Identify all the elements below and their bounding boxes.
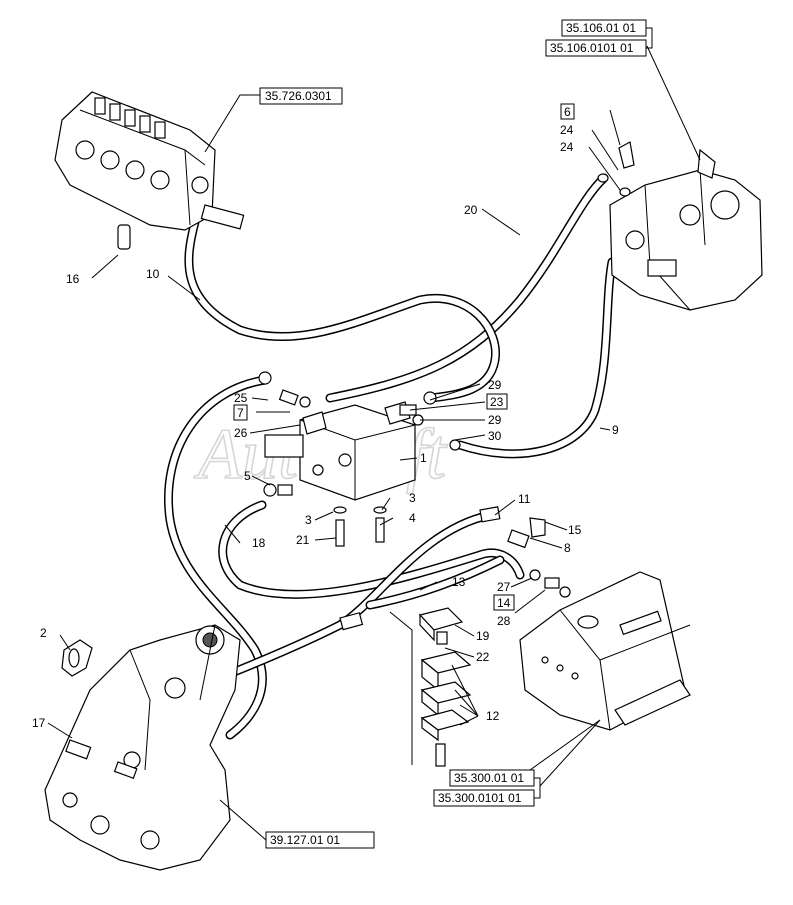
callout-3-right: 3 [409, 491, 416, 505]
callout-18: 18 [252, 536, 266, 550]
callout-1: 1 [420, 451, 427, 465]
ref-pump-b[interactable]: 35.106.0101 01 [545, 39, 647, 57]
control-valve [54, 91, 245, 250]
callout-19: 19 [476, 629, 490, 643]
ref-chassis[interactable]: 39.127.01 01 [265, 831, 375, 849]
callout-2: 2 [40, 626, 47, 640]
ref-control-valve[interactable]: 35.726.0301 [259, 87, 343, 105]
hose-18 [164, 375, 270, 740]
callout-numbers: 6 24 24 20 10 16 9 29 23 29 30 1 25 7 26… [32, 105, 619, 730]
callout-14-box [493, 594, 515, 611]
callout-11: 11 [518, 492, 531, 506]
callout-7: 7 [237, 406, 244, 420]
callout-5: 5 [244, 469, 251, 483]
callout-14: 14 [497, 596, 511, 610]
callout-29-top: 29 [488, 378, 502, 392]
ref-tank-b[interactable]: 35.300.0101 01 [433, 789, 535, 807]
callout-4: 4 [409, 511, 416, 525]
callout-28: 28 [497, 614, 511, 628]
hose-14-line [365, 555, 505, 610]
callout-21: 21 [296, 533, 310, 547]
callout-10: 10 [146, 267, 160, 281]
callout-26: 26 [234, 426, 248, 440]
callout-16: 16 [66, 272, 80, 286]
callout-22: 22 [476, 650, 490, 664]
callout-9: 9 [612, 423, 619, 437]
clamp-parts [389, 607, 472, 767]
fitting-16 [117, 224, 131, 250]
ref-pump-b-label: 35.106.0101 01 [550, 41, 634, 55]
hose-20 [325, 173, 609, 403]
callout-24-bottom: 24 [560, 140, 574, 154]
ref-pump-a-label: 35.106.01 01 [566, 21, 636, 35]
hose-13 [218, 500, 525, 599]
ref-tank-a[interactable]: 35.300.01 01 [449, 769, 535, 787]
callout-7-box [233, 404, 248, 421]
callout-15: 15 [568, 523, 582, 537]
callout-6-box [560, 103, 575, 120]
fitting-6 [618, 141, 635, 169]
leader-lines [47, 45, 701, 841]
callout-12: 12 [486, 709, 500, 723]
callout-27: 27 [497, 580, 511, 594]
hydraulic-pump [597, 141, 763, 311]
ref-control-valve-label: 35.726.0301 [265, 89, 332, 103]
callout-30: 30 [488, 429, 502, 443]
ref-chassis-label: 39.127.01 01 [270, 833, 340, 847]
callout-29-bottom: 29 [488, 413, 502, 427]
callout-20: 20 [464, 203, 478, 217]
hose-10 [184, 217, 501, 403]
callout-25: 25 [234, 391, 248, 405]
ref-pump-a[interactable]: 35.106.01 01 [561, 19, 647, 37]
callout-24-top: 24 [560, 123, 574, 137]
callout-23-box [486, 393, 508, 410]
callout-6: 6 [564, 105, 571, 119]
chassis-frame [44, 624, 241, 871]
hydraulic-tank [519, 571, 691, 731]
callout-13: 13 [452, 575, 466, 589]
callout-8: 8 [564, 541, 571, 555]
ref-tank-a-label: 35.300.01 01 [454, 771, 524, 785]
callout-23: 23 [490, 395, 504, 409]
callout-3-left: 3 [305, 513, 312, 527]
ref-tank-b-label: 35.300.0101 01 [438, 791, 522, 805]
hose-9 [455, 257, 617, 459]
callout-17: 17 [32, 716, 46, 730]
